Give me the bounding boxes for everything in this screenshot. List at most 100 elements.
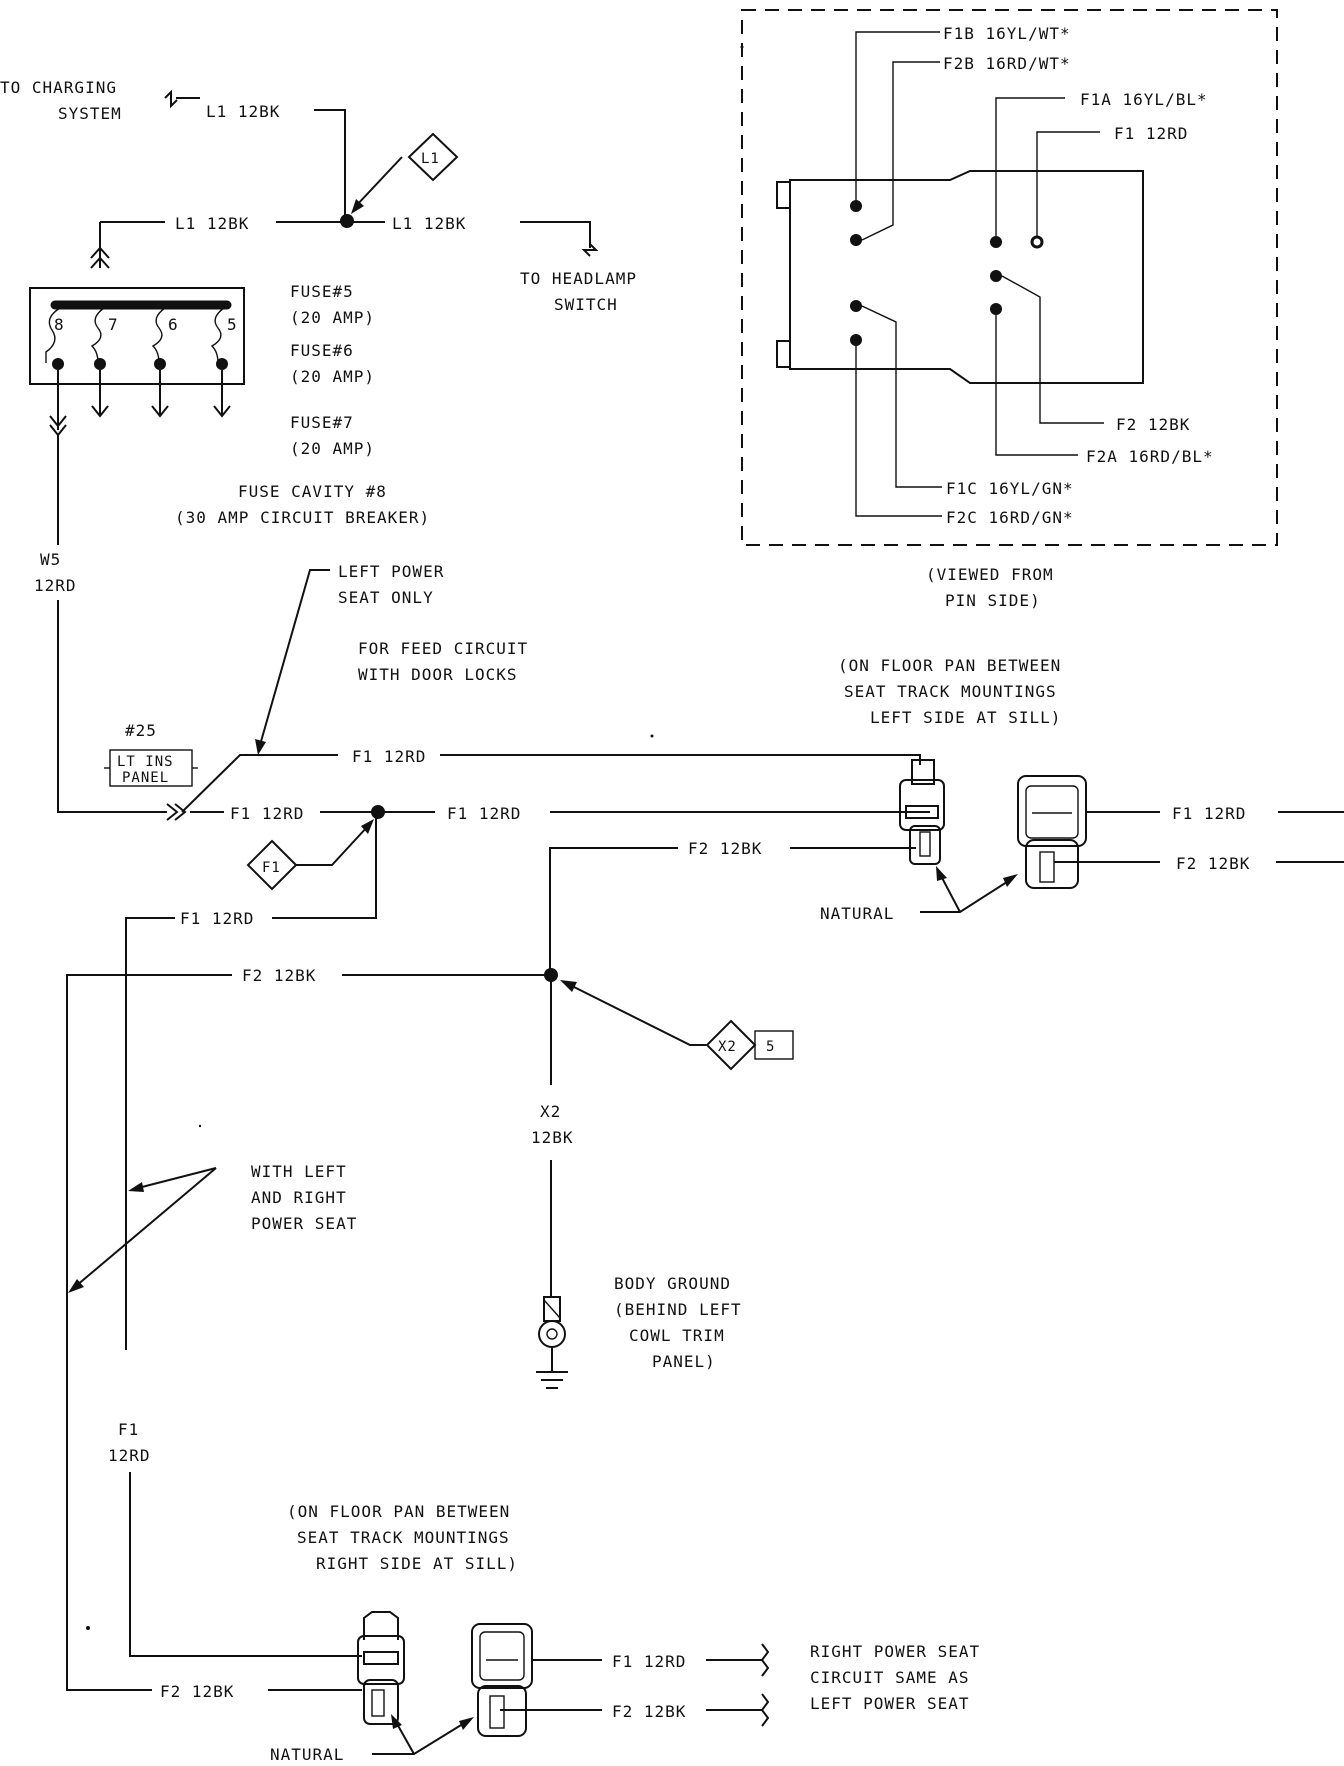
fuse-element	[90, 307, 105, 364]
fuse-block-outline	[29, 287, 245, 385]
natural-label: NATURAL	[820, 904, 894, 923]
wire-break-icon	[581, 243, 599, 257]
wire-break-icon	[164, 89, 178, 109]
right-seat-track-label: SEAT TRACK MOUNTINGS	[297, 1528, 510, 1547]
pin-label-f2b: F2B 16RD/WT*	[943, 54, 1071, 73]
wire-f1-label-far-right: F1 12RD	[1172, 804, 1246, 823]
wire-l1-label-left: L1 12BK	[175, 214, 249, 233]
to-headlamp-label-2: SWITCH	[554, 295, 618, 314]
left-power-seat-label: LEFT POWER	[338, 562, 444, 581]
splice-x2-number: 5	[766, 1039, 775, 1055]
panel-label: PANEL	[122, 770, 169, 786]
wire-f2-label: F2 12BK	[688, 839, 762, 858]
to-charging-label-2: SYSTEM	[58, 104, 122, 123]
wire-f2-long-label: F2 12BK	[242, 966, 316, 985]
right-seat-connector-male	[357, 1611, 405, 1725]
and-right-label: AND RIGHT	[251, 1188, 347, 1207]
fuse-num-8: 8	[54, 315, 65, 334]
splice-l1-label: L1	[421, 151, 440, 167]
splice-l1-diamond	[407, 132, 459, 182]
wire-break-icon	[761, 1643, 770, 1677]
fuse5-rating: (20 AMP)	[290, 308, 375, 327]
cavity-25-label: #25	[125, 721, 157, 740]
fuse-element	[45, 307, 61, 363]
lt-ins-label: LT INS	[117, 754, 174, 770]
splice-f1-diamond	[246, 839, 298, 891]
fuse-num-7: 7	[108, 315, 119, 334]
wire-f2-bottom-label: F2 12BK	[160, 1682, 234, 1701]
wire-f2-bottom-right-label: F2 12BK	[612, 1702, 686, 1721]
fuse6-label: FUSE#6	[290, 341, 354, 360]
feed-circuit-label: FOR FEED CIRCUIT	[358, 639, 528, 658]
connector-body	[789, 170, 1144, 384]
door-locks-label: WITH DOOR LOCKS	[358, 665, 518, 684]
wire-x2-gauge: 12BK	[531, 1128, 574, 1147]
wire-x2-label: X2	[540, 1102, 561, 1121]
ground-icon	[536, 1296, 568, 1389]
fuse7-label: FUSE#7	[290, 413, 354, 432]
left-sill-label: LEFT SIDE AT SILL)	[870, 708, 1061, 727]
left-power-seat-note: LEFT POWER SEAT	[810, 1694, 970, 1713]
pin-label-f1b: F1B 16YL/WT*	[943, 24, 1071, 43]
to-headlamp-label: TO HEADLAMP	[520, 269, 637, 288]
fuse6-rating: (20 AMP)	[290, 367, 375, 386]
connector-dashed-box	[741, 9, 1278, 546]
body-ground-label: BODY GROUND	[614, 1274, 731, 1293]
pin-label-f2: F2 12BK	[1116, 415, 1190, 434]
to-charging-label: TO CHARGING	[0, 78, 117, 97]
wire-f1-drop-label: F1 12RD	[180, 909, 254, 928]
pin-label-f1c: F1C 16YL/GN*	[946, 479, 1074, 498]
wire-f1-vertical-gauge: 12RD	[108, 1446, 151, 1465]
charging-feed: TO CHARGING SYSTEM L1 12BK L1 12BK L1 12…	[0, 78, 637, 314]
wire-l1-label-right: L1 12BK	[392, 214, 466, 233]
wire-f2-label-far-right: F2 12BK	[1176, 854, 1250, 873]
fuse-element	[151, 307, 166, 364]
pin-side-label: PIN SIDE)	[945, 591, 1041, 610]
right-floor-pan-label: (ON FLOOR PAN BETWEEN	[287, 1502, 510, 1521]
fuse7-rating: (20 AMP)	[290, 439, 375, 458]
right-power-seat-note: RIGHT POWER SEAT	[810, 1642, 980, 1661]
behind-left-label: (BEHIND LEFT	[614, 1300, 742, 1319]
left-floor-pan-label: (ON FLOOR PAN BETWEEN	[838, 656, 1061, 675]
wire-f1-label: F1 12RD	[230, 804, 304, 823]
wire-break-icon	[761, 1693, 770, 1727]
cowl-trim-label: COWL TRIM	[629, 1326, 725, 1345]
splice-x2-diamond	[705, 1019, 757, 1071]
fuse-num-5: 5	[227, 315, 238, 334]
seat-switch-connector: F1B 16YL/WT* F2B 16RD/WT* F1A 16YL/BL* F…	[741, 9, 1278, 610]
wire-w5-gauge: 12RD	[34, 576, 77, 595]
ground-circuit: F1 12RD F2 12BK X2 5 X2 12BK BODY GROUND…	[66, 812, 794, 1691]
pin-label-f1a: F1A 16YL/BL*	[1080, 90, 1208, 109]
wire-w5-label: W5	[40, 550, 61, 569]
natural-bottom-label: NATURAL	[270, 1745, 344, 1764]
pin-label-f2a: F2A 16RD/BL*	[1086, 447, 1214, 466]
fuse-element	[210, 307, 225, 364]
with-left-label: WITH LEFT	[251, 1162, 347, 1181]
viewed-from-label: (VIEWED FROM	[926, 565, 1054, 584]
left-seat-connector-male	[899, 759, 945, 865]
right-seat-connector-female	[471, 1623, 533, 1737]
splice-node	[371, 805, 385, 819]
circuit-same-note: CIRCUIT SAME AS	[810, 1668, 970, 1687]
splice-f1-label: F1	[262, 860, 281, 876]
splice-x2-label: X2	[718, 1039, 737, 1055]
fuse5-label: FUSE#5	[290, 282, 354, 301]
wire-l1-label: L1 12BK	[206, 102, 280, 121]
wire-f1-vertical-label: F1	[118, 1420, 139, 1439]
panel-paren-label: PANEL)	[652, 1352, 716, 1371]
pin-label-f1: F1 12RD	[1114, 124, 1188, 143]
fuse-cavity8-rating: (30 AMP CIRCUIT BREAKER)	[175, 508, 430, 527]
wire-f1-label-right: F1 12RD	[447, 804, 521, 823]
wire-f1-bottom-right-label: F1 12RD	[612, 1652, 686, 1671]
feed-circuit: W5 12RD F1 12RD F1 12RD #25 LT INS PANEL…	[34, 435, 1344, 975]
right-sill-label: RIGHT SIDE AT SILL)	[316, 1554, 518, 1573]
power-seat-label: POWER SEAT	[251, 1214, 357, 1233]
seat-track-label: SEAT TRACK MOUNTINGS	[844, 682, 1057, 701]
right-seat-circuit: (ON FLOOR PAN BETWEEN SEAT TRACK MOUNTIN…	[160, 1502, 980, 1764]
seat-only-label: SEAT ONLY	[338, 588, 434, 607]
pin-label-f2c: F2C 16RD/GN*	[946, 508, 1074, 527]
fuse-block: 8 7 6 5 FUSE#5 (20 AMP) FUSE#6 (20 AMP) …	[29, 222, 430, 527]
left-seat-connector-female	[1017, 775, 1087, 889]
splice-node	[340, 214, 354, 228]
